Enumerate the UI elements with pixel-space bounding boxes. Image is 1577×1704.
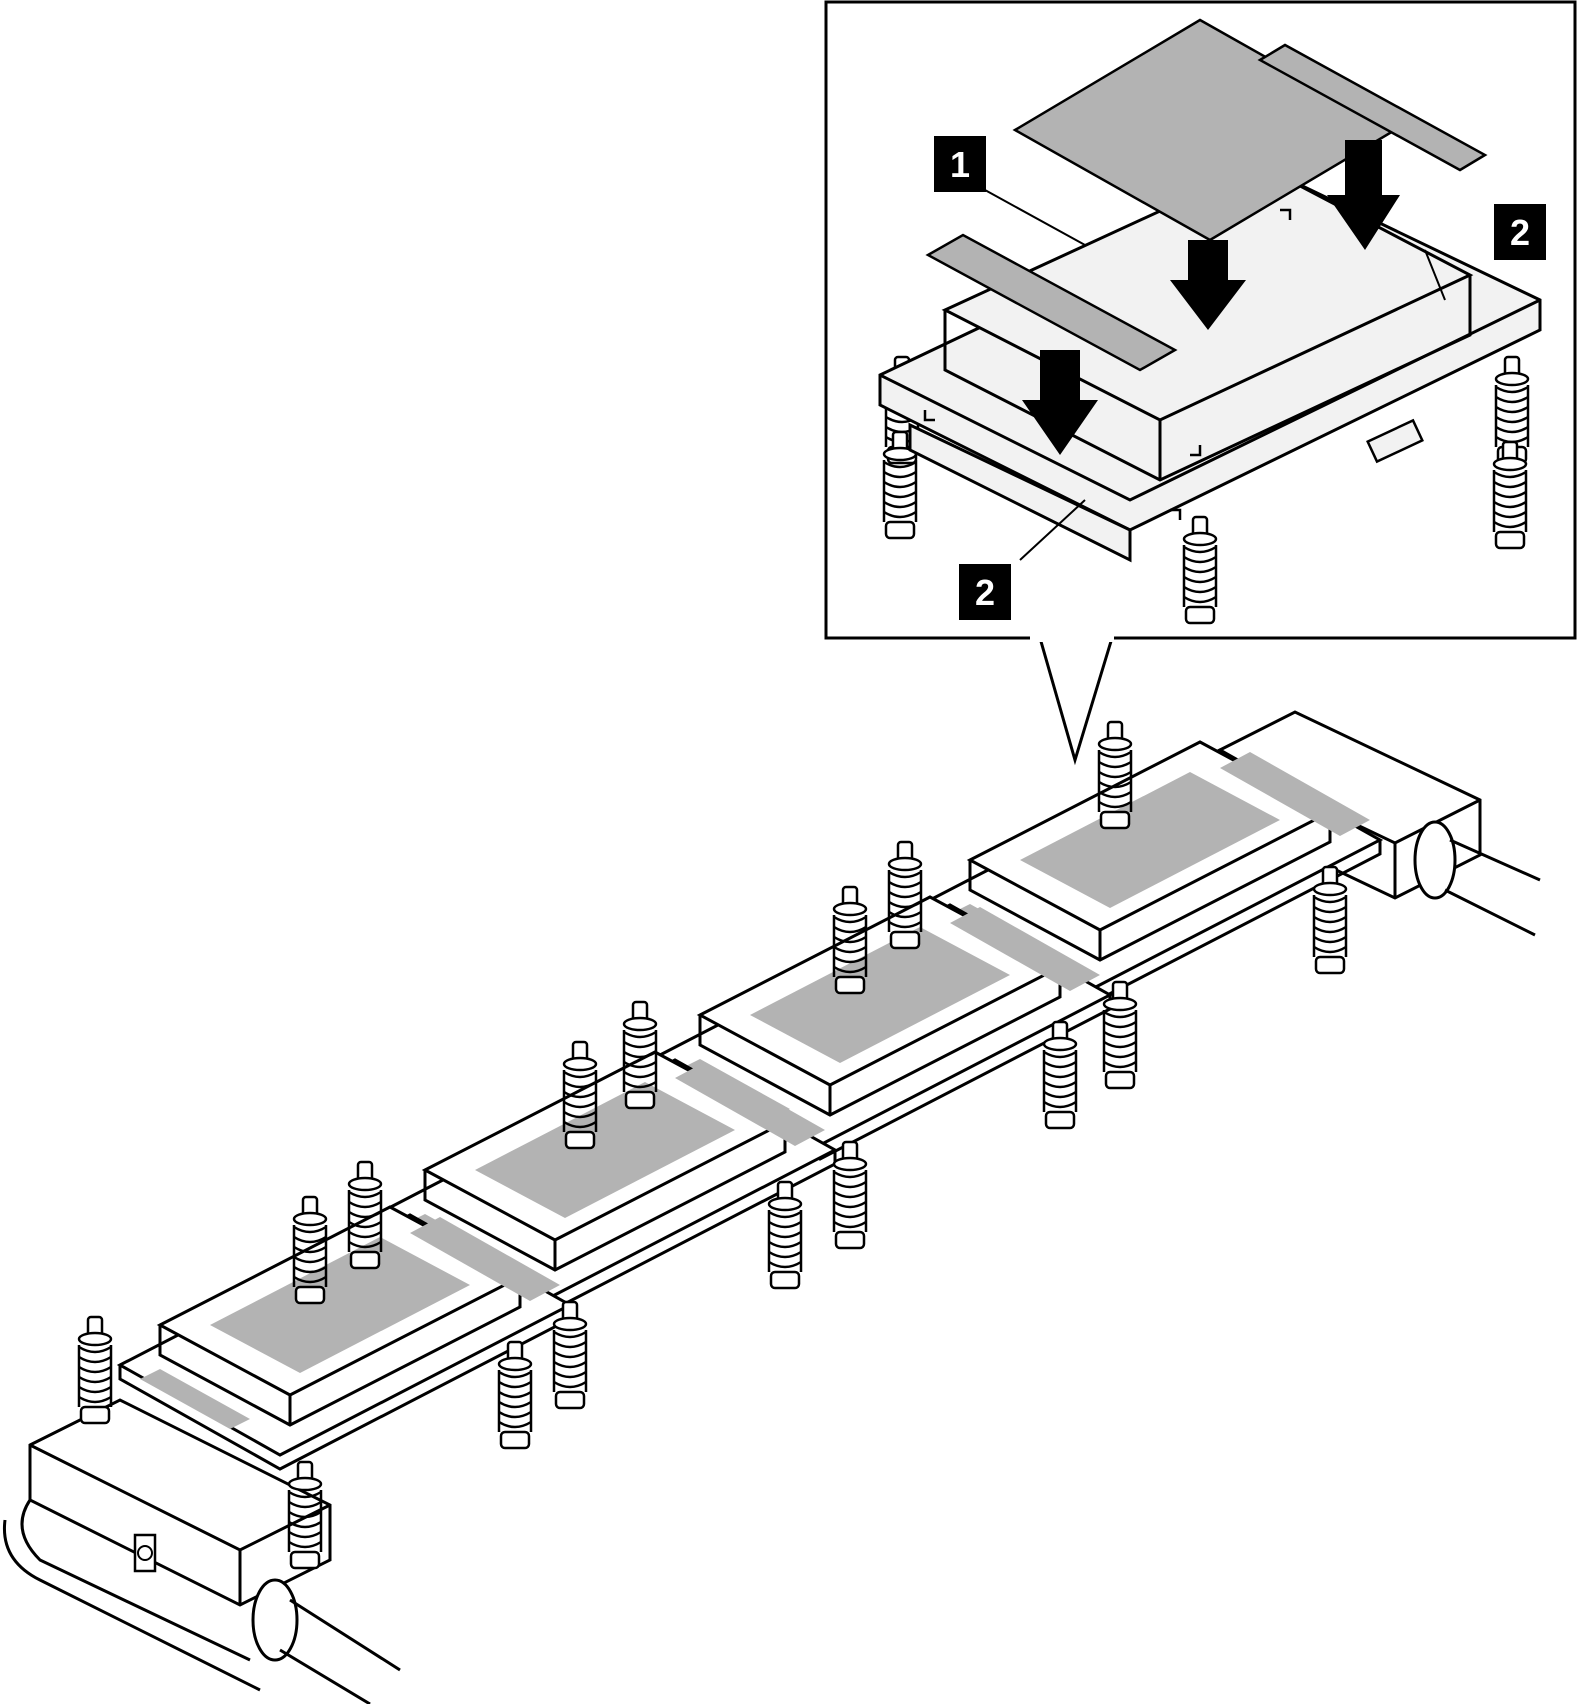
down-arrow-icon (1022, 140, 1400, 455)
callout-2-left: 2 (959, 564, 1011, 620)
callout-2-right: 2 (1494, 204, 1546, 260)
thermal-pad-strip-right (1257, 43, 1488, 172)
zoom-callout-box: 1 2 2 (824, 0, 1577, 766)
svg-text:1: 1 (950, 144, 970, 185)
callout-1: 1 (934, 136, 986, 192)
main-assembly (2, 710, 1541, 1704)
left-end-block (2, 1398, 401, 1704)
thermal-pad-strip-left (925, 233, 1178, 372)
svg-text:2: 2 (975, 572, 995, 613)
right-end-block (1208, 710, 1541, 937)
svg-text:2: 2 (1510, 212, 1530, 253)
